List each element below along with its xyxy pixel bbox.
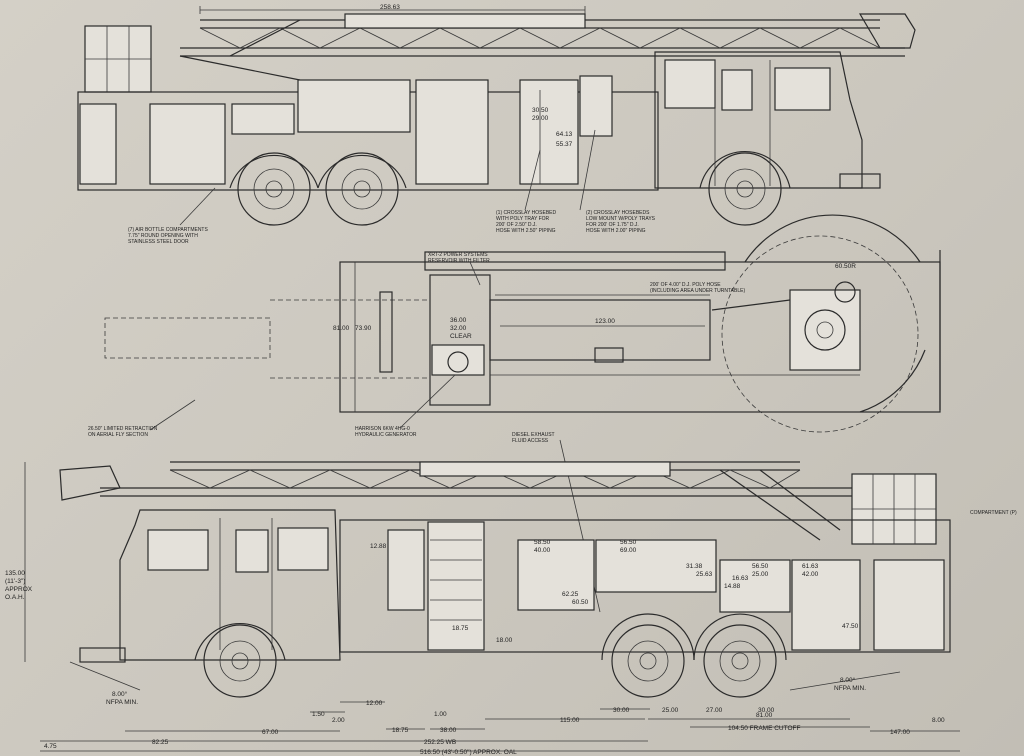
- air-bottle-rack-bottom: [851, 473, 937, 545]
- top-side-elevation: 258.63: [77, 4, 916, 245]
- dim-56-50b: 56.50: [752, 563, 769, 570]
- dim-overall-top: 258.63: [380, 4, 400, 11]
- dim-18-75-pump: 18.75: [452, 625, 469, 632]
- dim-16-63: 16.63: [732, 575, 749, 582]
- dim-123-00: 123.00: [595, 318, 615, 325]
- dim-31-38: 31.38: [686, 563, 703, 570]
- note-air-bottle: (7) AIR BOTTLE COMPARTMENTS 7.75" ROUND …: [128, 227, 209, 245]
- dim-115-00: 115.00: [560, 717, 580, 724]
- angle-rear: 8.00° NFPA MIN.: [834, 676, 866, 692]
- dim-8-00: 8.00: [932, 717, 945, 724]
- dim-30-00b: 30.00: [758, 707, 775, 714]
- dim-36-00: 36.00: [450, 317, 467, 324]
- dim-81-00: 81.00: [333, 325, 350, 332]
- dim-30-00a: 30.00: [613, 707, 630, 714]
- dim-61-63: 61.63: [802, 563, 819, 570]
- dim-clear-label: CLEAR: [450, 333, 472, 340]
- dim-81-00-chain: 81.00: [756, 712, 773, 719]
- dim-64-13: 64.13: [556, 131, 573, 138]
- dim-12-00: 12.00: [366, 700, 383, 707]
- turntable-swing-circle: [721, 235, 919, 433]
- dim-oal: 516.50 (43'-0.50") APPROX. OAL: [420, 749, 517, 756]
- aerial-ladder-top: [179, 13, 916, 81]
- dim-62-25: 62.25: [562, 591, 579, 598]
- dim-14-88: 14.88: [724, 583, 741, 590]
- dim-frame-cutoff: 104.50 FRAME CUTOFF: [728, 725, 801, 732]
- dim-27-00: 27.00: [706, 707, 723, 714]
- wheels-top: [229, 151, 791, 226]
- body-top: [77, 75, 659, 191]
- angle-front: 8.00° NFPA MIN.: [106, 690, 138, 706]
- note-diesel-exhaust: DIESEL EXHAUST FLUID ACCESS: [512, 432, 556, 444]
- dim-1-50: 1.50: [312, 711, 325, 718]
- dim-18-00: 18.00: [496, 637, 513, 644]
- dim-56-50a: 56.50: [620, 539, 637, 546]
- dim-60-50: 60.50: [572, 599, 589, 606]
- note-crosslay-2: (2) CROSSLAY HOSEBEDS LOW MOUNT W/POLY T…: [586, 210, 656, 234]
- dim-73-90: 73.90: [355, 325, 372, 332]
- dim-82-25: 82.25: [152, 739, 169, 746]
- dim-47-50: 47.50: [842, 623, 859, 630]
- dim-32-00: 32.00: [450, 325, 467, 332]
- dim-12-88: 12.88: [370, 543, 387, 550]
- dim-30-50: 30.50: [532, 107, 549, 114]
- note-power-systems: XRT-2 POWER SYSTEMS RESERVOIR WITH FILTE…: [428, 252, 490, 264]
- cab-top: [654, 51, 881, 189]
- dim-40-00: 40.00: [534, 547, 551, 554]
- aerial-ladder-bottom: [59, 461, 880, 541]
- note-hydraulic-generator: HARRISON 6KW 4HG-0 HYDRAULIC GENERATOR: [355, 426, 417, 438]
- dim-29-00: 29.00: [532, 115, 549, 122]
- dim-55-37: 55.37: [556, 141, 573, 148]
- dim-25-63: 25.63: [696, 571, 713, 578]
- dim-wheelbase: 252.25 WB: [424, 739, 456, 746]
- height-label: 135.00 (11'-3") APPROX O.A.H.: [5, 570, 34, 601]
- dim-58-50: 58.50: [534, 539, 551, 546]
- note-limited-retraction: 26.50" LIMITED RETRACTION ON AERIAL FLY …: [88, 426, 159, 438]
- dim-69-00: 69.00: [620, 547, 637, 554]
- dim-67-00: 67.00: [262, 729, 279, 736]
- dim-1-00: 1.00: [434, 711, 447, 718]
- dim-25-00: 25.00: [752, 571, 769, 578]
- body-bottom: [339, 519, 951, 653]
- note-hose: 200' OF 4.00" D.J. POLY HOSE (INCLUDING …: [650, 282, 745, 294]
- wheels-bottom: [194, 613, 787, 698]
- dim-18-75: 18.75: [392, 727, 409, 734]
- dim-25-00-chain: 25.00: [662, 707, 679, 714]
- dim-radius: 60.50R: [835, 263, 856, 270]
- bottom-side-elevation: 135.00 (11'-3") APPROX O.A.H.: [5, 461, 1017, 756]
- note-crosslay-1: (1) CROSSLAY HOSEBED WITH POLY TRAY FOR …: [496, 210, 558, 234]
- dim-2-00: 2.00: [332, 717, 345, 724]
- dim-38-00: 38.00: [440, 727, 457, 734]
- compartment-label: COMPARTMENT (P): [970, 510, 1017, 516]
- air-bottle-rack: [84, 25, 152, 93]
- plan-view: 81.00 73.90 36.00 32.00 CLEAR 123.00 60.…: [88, 214, 941, 613]
- dim-4-75: 4.75: [44, 743, 57, 750]
- cab-bottom: [79, 509, 341, 663]
- dim-147-00: 147.00: [890, 729, 910, 736]
- bottom-dimension-chain: 1.50 12.00 2.00 1.00 18.75 38.00 115.00 …: [40, 700, 960, 756]
- dim-42-00: 42.00: [802, 571, 819, 578]
